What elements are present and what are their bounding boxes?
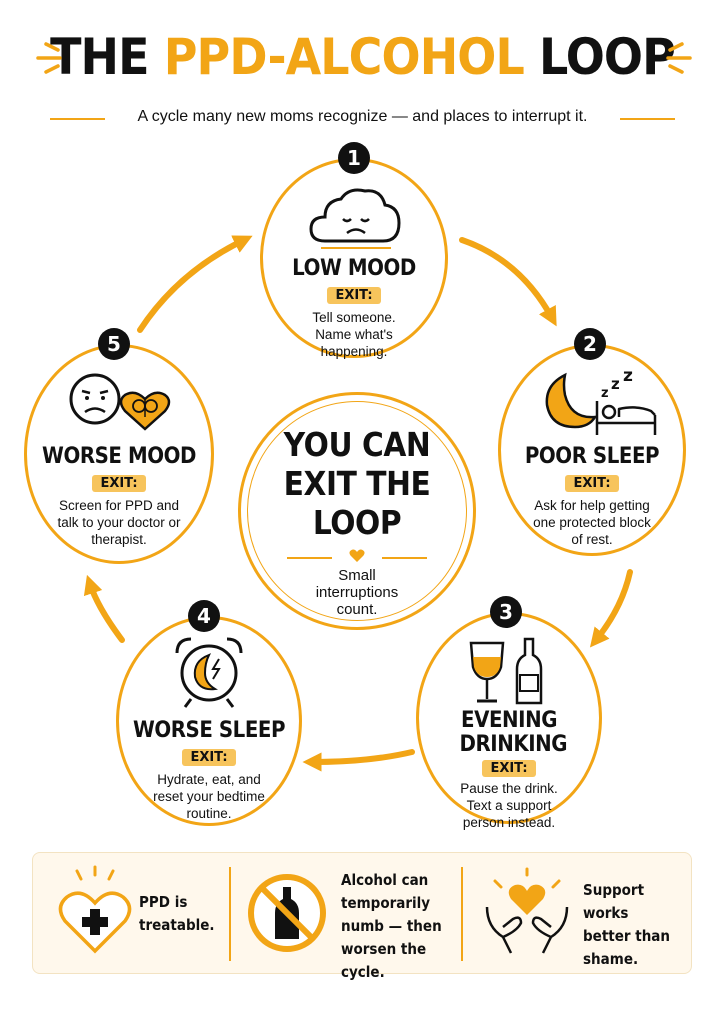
step-exit-text: Screen for PPD and talk to your doctor o… — [57, 498, 181, 547]
page-title: THE PPD-ALCOHOL LOOP — [29, 22, 696, 92]
step-badge: 5 — [98, 328, 130, 360]
center-rule-right — [382, 557, 427, 559]
svg-text:z: z — [623, 366, 633, 386]
step-low-mood: LOW MOOD EXIT: Tell someone. Name what's… — [260, 158, 448, 359]
moon-bed-icon: z z z — [545, 366, 657, 435]
step-evening-drinking: EVENING DRINKING EXIT: Pause the drink. … — [416, 612, 602, 830]
center-subtitle: Small interruptions count. — [315, 567, 399, 618]
hands-heart-icon — [485, 867, 569, 954]
divider — [229, 867, 231, 961]
exit-label: EXIT: — [327, 287, 381, 304]
center-title: YOU CAN EXIT THE LOOP — [283, 425, 431, 542]
step-title: EVENING DRINKING — [459, 708, 568, 757]
step-exit-text: Hydrate, eat, and reset your bedtime rou… — [153, 772, 265, 821]
alarm-clock-icon — [175, 637, 243, 708]
subtitle-rule-right — [620, 118, 675, 120]
footer-point-text: Support works better than shame. — [583, 881, 671, 968]
step-title: POOR SLEEP — [524, 444, 660, 469]
center-inner-ring — [247, 401, 467, 621]
exit-label: EXIT: — [92, 475, 146, 492]
exit-label: EXIT: — [482, 760, 536, 777]
left-sparkle-icon — [36, 42, 62, 74]
step-worse-sleep: WORSE SLEEP EXIT: Hydrate, eat, and rese… — [116, 616, 302, 826]
divider — [461, 867, 463, 961]
heart-plus-icon — [58, 865, 132, 954]
step-badge: 1 — [338, 142, 370, 174]
center-message: YOU CAN EXIT THE LOOP Small interruption… — [238, 392, 476, 630]
title-accent: PPD-ALCOHOL — [163, 28, 525, 86]
sad-face-brain-icon — [69, 373, 171, 431]
step-exit-text: Tell someone. Name what's happening. — [312, 310, 396, 359]
step-poor-sleep: z z z POOR SLEEP EXIT: Ask for help gett… — [498, 344, 686, 556]
step-title: WORSE SLEEP — [132, 718, 286, 743]
step-exit-text: Pause the drink. Text a support person i… — [460, 781, 558, 830]
center-rule-left — [287, 557, 332, 559]
exit-label: EXIT: — [182, 749, 236, 766]
svg-text:z: z — [611, 375, 620, 393]
step-badge: 4 — [188, 600, 220, 632]
exit-label: EXIT: — [565, 475, 619, 492]
step-worse-mood: WORSE MOOD EXIT: Screen for PPD and talk… — [24, 344, 214, 564]
footer-point-text: Alcohol can temporarily numb — then wors… — [341, 871, 442, 981]
step-badge: 3 — [490, 596, 522, 628]
svg-text:z: z — [601, 386, 609, 401]
subtitle: A cycle many new moms recognize — and pl… — [137, 108, 588, 125]
wine-bottle-icon — [469, 637, 543, 705]
right-sparkle-icon — [666, 42, 692, 74]
divider — [321, 247, 391, 249]
subtitle-rule-left — [50, 118, 105, 120]
step-exit-text: Ask for help getting one protected block… — [533, 498, 651, 547]
title-part-1: THE — [50, 28, 164, 86]
step-badge: 2 — [574, 328, 606, 360]
key-points-panel: PPD is treatable. Alcohol can temporaril… — [32, 852, 692, 981]
title-part-2: LOOP — [523, 28, 676, 86]
step-title: WORSE MOOD — [42, 444, 196, 469]
sad-cloud-icon — [309, 188, 401, 243]
step-title: LOW MOOD — [292, 256, 416, 281]
small-heart-icon — [349, 549, 365, 562]
footer-point-text: PPD is treatable. — [139, 893, 215, 934]
no-alcohol-icon — [248, 874, 326, 952]
